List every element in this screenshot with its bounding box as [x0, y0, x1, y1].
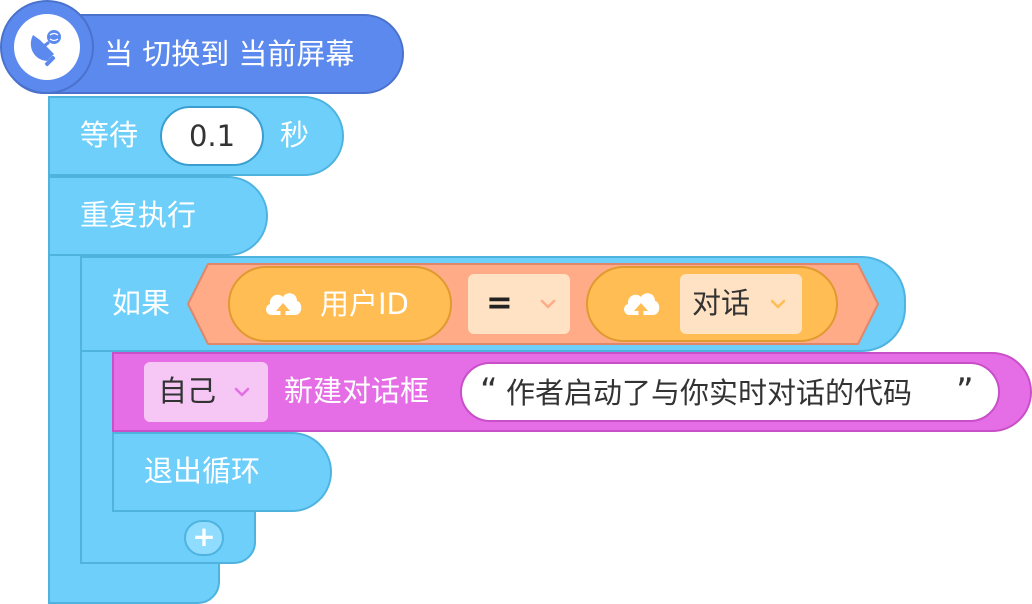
- hat-label: 当 切换到 当前屏幕: [104, 37, 355, 71]
- cloud-variable-reporter-userid[interactable]: 用户ID: [228, 266, 452, 342]
- new-dialog-label: 新建对话框: [284, 374, 430, 408]
- target-value: 自己: [158, 374, 217, 408]
- chevron-down-icon: [234, 387, 250, 397]
- open-quote: “: [480, 371, 498, 411]
- chevron-down-icon: [770, 299, 786, 309]
- chevron-down-icon: [540, 299, 556, 309]
- dialog-text-value: 作者启动了与你实时对话的代码: [506, 376, 913, 410]
- wait-seconds-input[interactable]: 0.1: [160, 106, 264, 166]
- exit-loop-label: 退出循环: [144, 454, 261, 488]
- wait-unit-label: 秒: [280, 118, 310, 152]
- add-branch-button[interactable]: +: [184, 520, 224, 556]
- exit-loop-block[interactable]: [112, 432, 332, 512]
- satellite-dish-icon: [30, 30, 61, 67]
- repeat-label: 重复执行: [80, 198, 197, 232]
- operator-dropdown[interactable]: =: [468, 274, 570, 334]
- dialog-variable-value: 对话: [692, 286, 751, 320]
- close-quote: ”: [956, 371, 974, 411]
- wait-label: 等待: [80, 118, 139, 152]
- repeat-block[interactable]: [48, 176, 268, 256]
- if-label: 如果: [112, 286, 171, 320]
- cloud-upload-icon: [266, 293, 302, 319]
- cloud-variable-name: 用户ID: [320, 287, 409, 321]
- dialog-variable-dropdown[interactable]: 对话: [680, 274, 802, 334]
- wait-seconds-value: 0.1: [188, 118, 236, 153]
- target-dropdown[interactable]: 自己: [144, 362, 268, 422]
- dialog-text-input[interactable]: “ 作者启动了与你实时对话的代码 ”: [460, 362, 1000, 422]
- operator-value: =: [486, 283, 513, 321]
- cloud-upload-icon: [624, 293, 660, 319]
